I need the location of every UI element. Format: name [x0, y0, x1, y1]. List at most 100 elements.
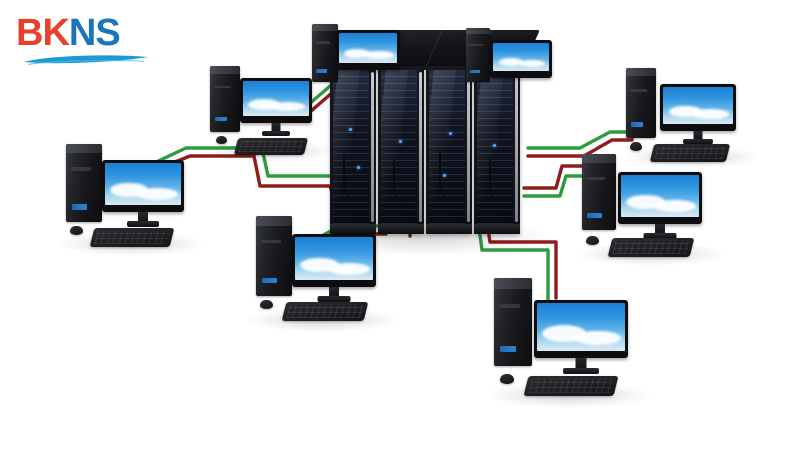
wallpaper-cloud: [343, 48, 371, 58]
monitor-screen: [537, 303, 625, 351]
monitor-stand: [271, 123, 281, 132]
tower-top-panel: [466, 28, 490, 35]
wallpaper-cloud: [692, 109, 729, 119]
logo-text-bk: BK: [16, 12, 70, 54]
tower-pc[interactable]: [494, 278, 532, 366]
cabinet-plinth: [426, 224, 472, 234]
monitor-base: [127, 221, 159, 227]
monitor-screen: [243, 81, 309, 116]
keyboard[interactable]: [649, 144, 731, 162]
cabinet-door-handle[interactable]: [419, 72, 422, 222]
bkns-logo: BKNS: [16, 14, 176, 70]
monitor-stand: [655, 224, 665, 234]
wallpaper-cloud: [364, 51, 394, 59]
monitor-bezel: [534, 300, 628, 358]
tower-power-badge: [587, 212, 602, 218]
cabinet-door-handle[interactable]: [371, 72, 374, 222]
keyboard[interactable]: [233, 138, 309, 155]
monitor-bezel: [618, 172, 702, 224]
tower-power-badge: [316, 68, 328, 73]
tower-top-panel: [66, 144, 102, 154]
cable-red-right: [522, 164, 602, 190]
mouse[interactable]: [70, 226, 83, 235]
tower-top-panel: [312, 24, 338, 31]
tower-drive-slot: [261, 240, 281, 244]
tower-pc[interactable]: [582, 154, 616, 230]
monitor-screen: [663, 87, 733, 124]
tower-pc[interactable]: [256, 216, 292, 296]
tower-top-panel: [494, 278, 532, 289]
keyboard-keys: [238, 140, 304, 153]
rack-cabinet[interactable]: [426, 66, 472, 234]
mouse[interactable]: [500, 374, 514, 384]
mouse[interactable]: [216, 136, 227, 144]
monitor-bezel: [102, 160, 184, 212]
rack-cabinet[interactable]: [330, 66, 376, 234]
wallpaper-cloud: [518, 60, 545, 68]
rack-cabinet[interactable]: [474, 66, 520, 234]
tower-pc[interactable]: [210, 66, 240, 132]
monitor[interactable]: [660, 84, 736, 144]
cabinet-door-handle[interactable]: [515, 72, 518, 222]
monitor-screen: [105, 163, 181, 205]
monitor[interactable]: [336, 30, 400, 70]
monitor[interactable]: [618, 172, 702, 239]
tower-pc[interactable]: [66, 144, 102, 222]
cabinet-plinth: [330, 224, 376, 234]
keyboard-keys: [528, 379, 614, 393]
cabinet-glass-door: [429, 70, 465, 224]
tower-drive-slot: [469, 44, 483, 47]
tower-power-badge: [469, 69, 480, 74]
mouse[interactable]: [260, 300, 273, 309]
monitor[interactable]: [292, 234, 376, 302]
tower-power-badge: [261, 277, 277, 284]
monitor-base: [643, 233, 677, 239]
tower-top-panel: [582, 154, 616, 164]
tower-drive-slot: [71, 167, 91, 171]
tower-top-panel: [210, 66, 240, 74]
cable-bundle: [393, 160, 409, 204]
status-led: [443, 174, 446, 177]
tower-drive-slot: [499, 304, 521, 308]
tower-drive-slot: [630, 89, 647, 92]
logo-swoosh-icon: [24, 55, 148, 65]
central-server-rack: [316, 30, 540, 240]
monitor-base: [262, 131, 290, 136]
monitor-base: [563, 368, 599, 374]
cabinet-glass-door: [333, 70, 369, 224]
logo-text-ns: NS: [68, 12, 121, 54]
monitor-screen: [621, 175, 699, 217]
monitor-bezel: [336, 30, 400, 70]
monitor-stand: [138, 212, 148, 222]
status-led: [349, 128, 352, 131]
keyboard[interactable]: [523, 376, 619, 396]
cabinet-plinth: [378, 224, 424, 234]
cabinet-door-handle[interactable]: [467, 72, 470, 222]
monitor[interactable]: [240, 78, 312, 136]
tower-pc[interactable]: [626, 68, 656, 138]
tower-pc[interactable]: [312, 24, 338, 82]
monitor[interactable]: [490, 40, 552, 78]
keyboard[interactable]: [89, 228, 175, 247]
wallpaper-cloud: [248, 98, 280, 110]
tower-power-badge: [630, 121, 644, 127]
tower-top-panel: [256, 216, 292, 226]
tower-drive-slot: [315, 41, 330, 44]
monitor-stand: [575, 358, 587, 369]
cable-bundle: [439, 150, 457, 200]
wallpaper-cloud: [653, 200, 696, 212]
mouse[interactable]: [586, 236, 599, 245]
tower-power-badge: [71, 204, 87, 210]
tower-power-badge: [214, 116, 228, 122]
keyboard[interactable]: [607, 238, 695, 257]
keyboard[interactable]: [281, 302, 369, 321]
monitor[interactable]: [534, 300, 628, 374]
mouse[interactable]: [630, 142, 642, 151]
cabinet-glass-door: [381, 70, 417, 224]
rack-cabinet[interactable]: [378, 66, 424, 234]
cable-bundle: [489, 158, 505, 202]
tower-pc[interactable]: [466, 28, 490, 82]
monitor[interactable]: [102, 160, 184, 227]
